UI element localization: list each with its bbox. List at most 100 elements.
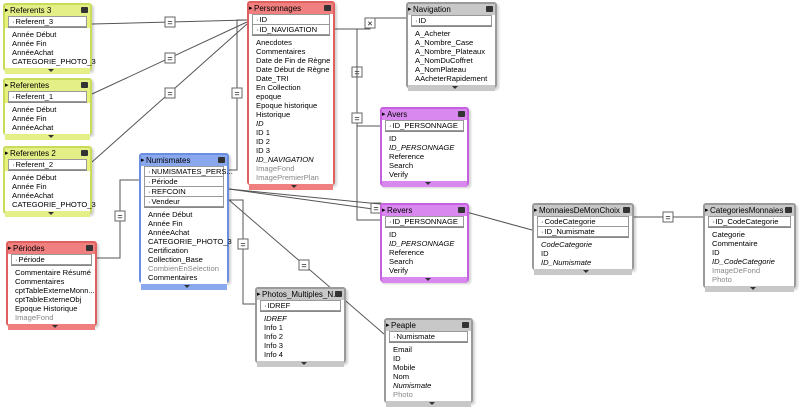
field-row[interactable]: Epoque historique	[256, 101, 318, 110]
field-row[interactable]: ID	[389, 230, 397, 239]
field-row[interactable]: Mobile	[393, 363, 416, 372]
field-row[interactable]: Email	[393, 345, 412, 354]
field-row[interactable]: ImageFond	[256, 164, 295, 173]
field-row[interactable]: IDREF	[264, 314, 287, 323]
field-row[interactable]: AnnéeAchat	[12, 123, 54, 132]
table-title[interactable]: Avers	[382, 109, 467, 120]
field-row[interactable]: ID_PERSONNAGE	[389, 239, 455, 248]
field-row[interactable]: ID_CodeCategorie	[712, 257, 775, 266]
expand-arrow-icon[interactable]	[8, 324, 95, 330]
toggle-icon[interactable]	[81, 82, 88, 88]
field-row[interactable]: ImageFond	[15, 313, 54, 322]
toggle-icon[interactable]	[623, 207, 630, 213]
key-field[interactable]: ID_PERSONNAGE	[385, 120, 464, 131]
field-row[interactable]: Nom	[393, 372, 410, 381]
field-row[interactable]: En Collection	[256, 83, 301, 92]
expand-arrow-icon[interactable]	[5, 134, 90, 140]
field-row[interactable]: Anecdotes	[256, 38, 292, 47]
field-row[interactable]: ID	[541, 249, 549, 258]
table-avers[interactable]: Avers ID_PERSONNAGE IDID_PERSONNAGERefer…	[380, 107, 469, 187]
field-row[interactable]: Search	[389, 257, 414, 266]
key-field[interactable]: Referent_1	[8, 91, 87, 102]
table-title[interactable]: Referentes 2	[5, 148, 90, 159]
field-row[interactable]: Categorie	[712, 230, 745, 239]
table-title[interactable]: Navigation	[408, 4, 495, 15]
field-row[interactable]: ID	[389, 134, 397, 143]
field-row[interactable]: ID	[393, 354, 401, 363]
field-row[interactable]: Info 2	[264, 332, 283, 341]
key-field[interactable]: Période	[11, 254, 92, 265]
table-title[interactable]: Referents 3	[5, 5, 90, 16]
key-field[interactable]: NUMISMATES_PERS...	[144, 166, 233, 176]
field-row[interactable]: Année Fin	[148, 219, 183, 228]
field-row[interactable]: Historique	[256, 110, 291, 119]
table-referents-3[interactable]: Referents 3 Referent_3 Année DébutAnnée …	[3, 3, 96, 74]
field-row[interactable]: CATEGORIE_PHOTO_3	[12, 57, 96, 66]
field-row[interactable]: Reference	[389, 248, 425, 257]
key-field[interactable]: Referent_2	[8, 159, 87, 170]
field-row[interactable]: Collection_Base	[148, 255, 203, 264]
field-row[interactable]: ID 1	[256, 128, 270, 137]
key-field[interactable]: REFCOIN	[144, 186, 224, 196]
expand-arrow-icon[interactable]	[249, 184, 333, 190]
expand-arrow-icon[interactable]	[5, 211, 90, 217]
field-row[interactable]: A_NomDuCoffret	[415, 56, 473, 65]
table-peaple[interactable]: Peaple Numismate EmailIDMobileNomNumisma…	[384, 318, 473, 407]
field-row[interactable]: Commentaires	[148, 273, 198, 282]
toggle-icon[interactable]	[335, 291, 342, 297]
field-row[interactable]: Date de Fin de Règne	[256, 56, 331, 65]
field-row[interactable]: CombienEnSelection	[148, 264, 219, 273]
field-row[interactable]: Année Début	[12, 105, 57, 114]
key-field[interactable]: Période	[144, 176, 224, 186]
field-row[interactable]: Certification	[148, 246, 189, 255]
toggle-icon[interactable]	[458, 207, 465, 213]
table-title[interactable]: Personnages	[249, 3, 333, 14]
key-field[interactable]: Vendeur	[144, 196, 224, 207]
key-field[interactable]: ID_CodeCategorie	[708, 216, 791, 227]
table-navigation[interactable]: Navigation ID A_AcheterA_Nombre_CaseA_No…	[406, 2, 497, 91]
field-row[interactable]: Année Début	[148, 210, 193, 219]
toggle-icon[interactable]	[81, 7, 88, 13]
table-title[interactable]: Photos_Multiples_N...	[257, 289, 344, 300]
field-row[interactable]: AAcheterRapidement	[415, 74, 488, 83]
table-periodes[interactable]: Périodes Période Commentaire RésuméComme…	[6, 241, 97, 330]
key-field[interactable]: ID_NAVIGATION	[252, 24, 330, 35]
field-row[interactable]: Epoque Historique	[15, 304, 78, 313]
expand-arrow-icon[interactable]	[141, 284, 227, 290]
field-row[interactable]: AnnéeAchat	[12, 191, 54, 200]
table-title[interactable]: Revers	[382, 205, 467, 216]
field-row[interactable]: Verify	[389, 266, 408, 275]
expand-arrow-icon[interactable]	[408, 85, 495, 91]
table-monnaies-de-mon-choix[interactable]: MonnaiesDeMonChoix CodeCategorieID_Numis…	[532, 203, 634, 275]
key-field[interactable]: IDREF	[260, 300, 341, 311]
field-row[interactable]: ID	[256, 119, 264, 128]
field-row[interactable]: AnnéeAchat	[12, 48, 54, 57]
toggle-icon[interactable]	[218, 157, 225, 163]
field-row[interactable]: Photo	[393, 390, 413, 399]
table-title[interactable]: Numismates	[141, 155, 227, 166]
field-row[interactable]: Verify	[389, 170, 408, 179]
field-row[interactable]: A_Nombre_Case	[415, 38, 474, 47]
toggle-icon[interactable]	[486, 6, 493, 12]
field-row[interactable]: ImagePremierPlan	[256, 173, 319, 182]
expand-arrow-icon[interactable]	[705, 286, 794, 292]
field-row[interactable]: Date Début de Règne	[256, 65, 330, 74]
field-row[interactable]: ID 3	[256, 146, 270, 155]
field-row[interactable]: Date_TRI	[256, 74, 289, 83]
field-row[interactable]: CATEGORIE_PHOTO_3	[148, 237, 232, 246]
field-row[interactable]: ID_Numismate	[541, 258, 592, 267]
expand-arrow-icon[interactable]	[534, 269, 632, 275]
key-field[interactable]: ID_Numismate	[537, 226, 629, 237]
expand-arrow-icon[interactable]	[382, 277, 467, 283]
field-row[interactable]: Info 3	[264, 341, 283, 350]
table-title[interactable]: CategoriesMonnaies	[705, 205, 794, 216]
field-row[interactable]: ID_NAVIGATION	[256, 155, 314, 164]
toggle-icon[interactable]	[324, 5, 331, 11]
toggle-icon[interactable]	[785, 207, 792, 213]
key-field[interactable]: ID	[411, 15, 492, 26]
field-row[interactable]: Reference	[389, 152, 425, 161]
field-row[interactable]: CATEGORIE_PHOTO_3	[12, 200, 96, 209]
table-title[interactable]: Périodes	[8, 243, 95, 254]
expand-arrow-icon[interactable]	[386, 401, 471, 407]
